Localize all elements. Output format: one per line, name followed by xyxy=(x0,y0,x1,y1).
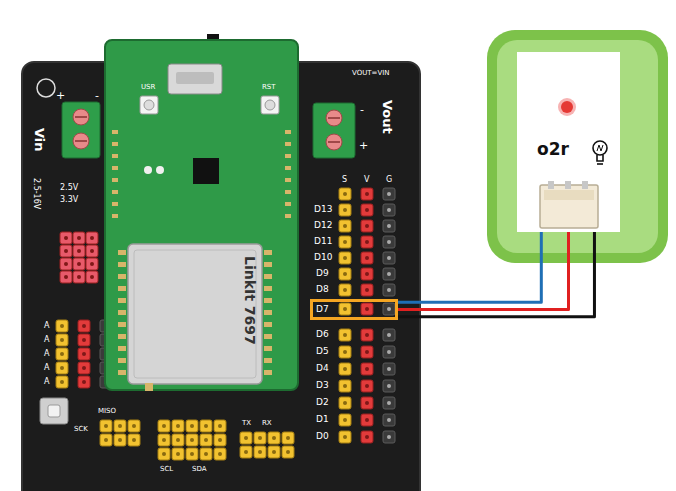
pin-label: - xyxy=(360,104,364,115)
pin-label: D13 xyxy=(314,205,332,214)
pin-label: A xyxy=(44,336,49,344)
pin-label: MISO xyxy=(98,408,116,415)
pin-label: D9 xyxy=(316,269,329,278)
pin-label: D0 xyxy=(316,432,329,441)
led-module: o2r xyxy=(517,52,620,232)
jumper-wire xyxy=(398,232,594,317)
pin-label: + xyxy=(56,90,65,101)
pin-label: TX xyxy=(242,420,251,427)
pin-label: D4 xyxy=(316,364,329,373)
pin-label: A xyxy=(44,364,49,372)
pin-highlight: D7 xyxy=(310,299,398,320)
pin-label: 2.5V xyxy=(60,184,78,192)
pin-label: D3 xyxy=(316,381,329,390)
pin-label: SDA xyxy=(192,466,207,473)
pin-label: D6 xyxy=(316,330,329,339)
pin-label: SCL xyxy=(160,466,173,473)
pin-label: D8 xyxy=(316,285,329,294)
analog-pins xyxy=(56,320,112,388)
power-pins xyxy=(60,232,98,283)
pin-label: D5 xyxy=(316,347,329,356)
pin-label: D1 xyxy=(316,415,329,424)
pin-label: A xyxy=(44,378,49,386)
pin-label: SCK xyxy=(74,426,88,433)
pin-label: RST xyxy=(262,84,276,91)
pin-name: D7 xyxy=(316,305,329,314)
digital-pins xyxy=(339,188,395,443)
pin-label: D10 xyxy=(314,253,332,262)
pin-label: - xyxy=(95,90,99,101)
pin-label: D11 xyxy=(314,237,332,246)
pin-label: A xyxy=(44,322,49,330)
module-name: o2r xyxy=(537,141,569,158)
power-label: Vin xyxy=(33,128,46,152)
pin-label: 3.3V xyxy=(60,196,78,204)
pin-label: 2.5-16V xyxy=(32,178,40,209)
pin-label: D12 xyxy=(314,221,332,230)
module-name: LinkIt 7697 xyxy=(243,256,257,345)
pin-label: A xyxy=(44,350,49,358)
led-module xyxy=(487,30,668,263)
pin-label: RX xyxy=(262,420,272,427)
linkit-module: LinkIt 7697 xyxy=(105,40,298,390)
pin-label: G xyxy=(386,176,392,184)
pin-label: VOUT=VIN xyxy=(352,70,390,77)
pin-label: + xyxy=(359,140,368,151)
jumper-wire xyxy=(398,232,569,310)
jumper-wire xyxy=(398,232,541,302)
power-label: Vout xyxy=(381,100,394,134)
reset-button xyxy=(40,398,68,424)
pin-label: D2 xyxy=(316,398,329,407)
pin-label: S xyxy=(342,176,347,184)
pin-label: USR xyxy=(141,84,155,91)
bottom-pins xyxy=(100,420,294,460)
pin-label: V xyxy=(364,176,369,184)
linkit-module xyxy=(105,34,298,391)
